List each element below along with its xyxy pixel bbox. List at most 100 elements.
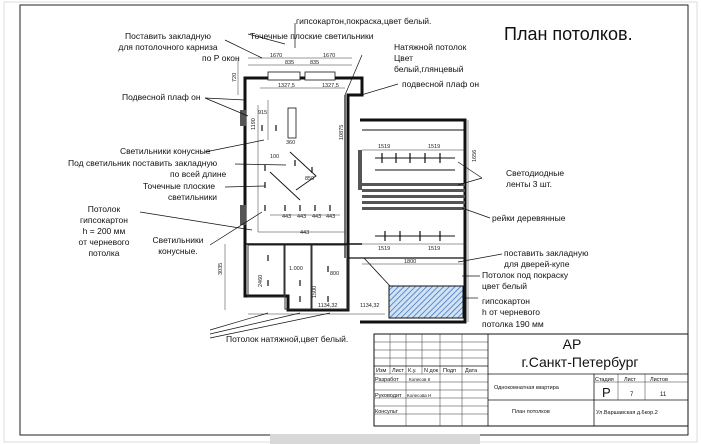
tb-h-izm: Изм — [376, 368, 386, 374]
wood-slats — [362, 183, 465, 210]
label-paint-ceiling-1: Потолок под покраску — [482, 270, 569, 280]
label-pendant-right: подвесной плаф он — [402, 79, 479, 89]
title-block: АР г.Санкт-Петербург Изм Лист К.у. N док… — [373, 333, 689, 427]
annotations: гипсокартон,покраска,цвет белый. Постави… — [68, 16, 589, 344]
label-door-mortgage-1: поставить закладную — [504, 248, 589, 258]
label-ceiling-gyp-2: гипсокартон — [80, 215, 128, 225]
dim-1656: 1656 — [472, 150, 478, 162]
dim-1500: 1500 — [312, 286, 318, 298]
dim-1190: 1190 — [251, 118, 257, 130]
tb-address: Ул.Варшавская д.6кор.2 — [596, 410, 658, 416]
tb-stage-label: Стадия — [595, 377, 614, 383]
tb-sheets: 11 — [660, 392, 667, 398]
tb-ar: АР — [563, 336, 582, 352]
lower-rooms-dims: 3035 1.000 1134,32 1134,32 2460 800 1500 — [218, 244, 385, 315]
label-spot-flat-top: Точечные плоские светильники — [250, 31, 374, 41]
dim-443-d: 443 — [326, 214, 335, 220]
dim-1519-d: 1519 — [428, 246, 440, 252]
tb-name-1: Колесов К — [409, 377, 431, 382]
dim-1000: 1.000 — [289, 266, 303, 272]
right-room-fixtures: 1519 1519 1519 1519 1800 1656 — [362, 120, 478, 322]
dim-835-a: 835 — [285, 60, 294, 66]
dim-100: 100 — [270, 154, 279, 160]
tb-role-1: Разработ — [375, 377, 399, 383]
dim-720: 720 — [232, 73, 238, 82]
dim-1134-b: 1134,32 — [360, 303, 379, 309]
label-stretch-top-3: белый,глянцевый — [394, 64, 464, 74]
leader-lines — [139, 23, 503, 339]
dim-1519-a: 1519 — [378, 144, 390, 150]
label-led-1: Светодиодные — [506, 168, 564, 178]
label-gypsum-top: гипсокартон,покраска,цвет белый. — [296, 16, 431, 26]
pendant-lamp — [287, 107, 297, 139]
dim-443-e: 443 — [300, 230, 309, 236]
dim-443-a: 443 — [282, 214, 291, 220]
label-mortgage-light-2: по всей длине — [170, 169, 227, 179]
dim-1670-a: 1670 — [270, 53, 282, 59]
dim-1670-b: 1670 — [323, 53, 335, 59]
label-stretch-bottom: Потолок натяжной,цвет белый. — [226, 334, 348, 344]
label-ceiling-gyp-4: от черневого — [79, 237, 130, 247]
tb-sheets-label: Листов — [650, 377, 668, 383]
dim-2460: 2460 — [258, 275, 264, 287]
label-gypsum-right-2: h от черневого — [482, 307, 540, 317]
tb-name-2: Колесова Н — [407, 393, 431, 398]
dim-835-b: 835 — [310, 60, 319, 66]
tb-h-data: Дата — [465, 368, 478, 374]
tb-h-podp: Подп — [443, 368, 456, 374]
label-mortgage-light-1: Под светильник поставить закладную — [68, 158, 218, 168]
label-spot-flat-mid-1: Точечные плоские — [143, 181, 215, 191]
dim-1327-a: 1327,5 — [278, 83, 295, 89]
label-cornice-1: Поставить закладную — [125, 31, 212, 41]
top-dimensions: 1670 835 835 1670 1327,5 1327,5 720 — [232, 53, 352, 95]
label-cornice-2: для потолочного карниза — [118, 42, 218, 52]
bottom-status-tab — [270, 434, 480, 444]
plan-walls — [240, 71, 467, 324]
label-led-2: ленты 3 шт. — [506, 179, 552, 189]
tb-stage: Р — [602, 385, 611, 400]
tb-h-ndoc: N док — [424, 368, 439, 374]
label-paint-ceiling-2: цвет белый — [482, 281, 527, 291]
tb-h-ku: К.у. — [408, 368, 417, 374]
dim-1519-c: 1519 — [378, 246, 390, 252]
tb-sheet-label: Лист — [624, 377, 636, 383]
label-cone-lights-2a: Светильники — [153, 235, 204, 245]
dim-1327-b: 1327,5 — [322, 83, 339, 89]
main-room-fixtures: 915 1190 10875 100 850 360 443 443 443 4… — [251, 100, 345, 236]
label-cornice-3: по Р окон — [202, 53, 240, 63]
label-stretch-top-1: Натяжной потолок — [394, 42, 467, 52]
label-door-mortgage-2: для дверей-купе — [504, 259, 570, 269]
label-wood-slats: рейки деревянные — [492, 213, 566, 223]
tb-project: Однокомнатная квартира — [494, 385, 560, 391]
label-stretch-top-2: Цвет — [394, 53, 413, 63]
dim-443-c: 443 — [312, 214, 321, 220]
label-cone-lights-2b: конусные. — [158, 246, 198, 256]
label-ceiling-gyp-1: Потолок — [88, 204, 121, 214]
label-cone-lights-1: Светильники конусные — [120, 146, 211, 156]
label-ceiling-gyp-5: потолка — [88, 248, 119, 258]
dim-915: 915 — [258, 110, 267, 116]
dim-360: 360 — [286, 140, 295, 146]
dim-800: 800 — [330, 271, 339, 277]
dim-1519-b: 1519 — [428, 144, 440, 150]
tb-city: г.Санкт-Петербург — [521, 354, 638, 370]
dim-1134-a: 1134,32 — [318, 303, 337, 309]
label-gypsum-right-1: гипсокартон — [482, 296, 530, 306]
tb-role-2: Руководит — [375, 393, 402, 399]
plan-title: План потолков. — [504, 24, 633, 44]
dim-443-b: 443 — [297, 214, 306, 220]
tb-drawing: План потолков — [512, 409, 550, 415]
dim-850: 850 — [305, 176, 314, 182]
tb-h-list: Лист — [392, 368, 404, 374]
label-ceiling-gyp-3: h = 200 мм — [83, 226, 126, 236]
label-pendant-left: Подвесной плаф он — [122, 92, 201, 102]
dim-3035: 3035 — [218, 263, 224, 275]
gypsum-hatched-area — [388, 285, 464, 319]
dim-10875: 10875 — [339, 125, 345, 140]
tb-role-3: Консульт — [375, 409, 398, 415]
label-spot-flat-mid-2: светильники — [168, 192, 217, 202]
tb-sheet: 7 — [630, 392, 634, 398]
dim-1800: 1800 — [404, 259, 416, 265]
